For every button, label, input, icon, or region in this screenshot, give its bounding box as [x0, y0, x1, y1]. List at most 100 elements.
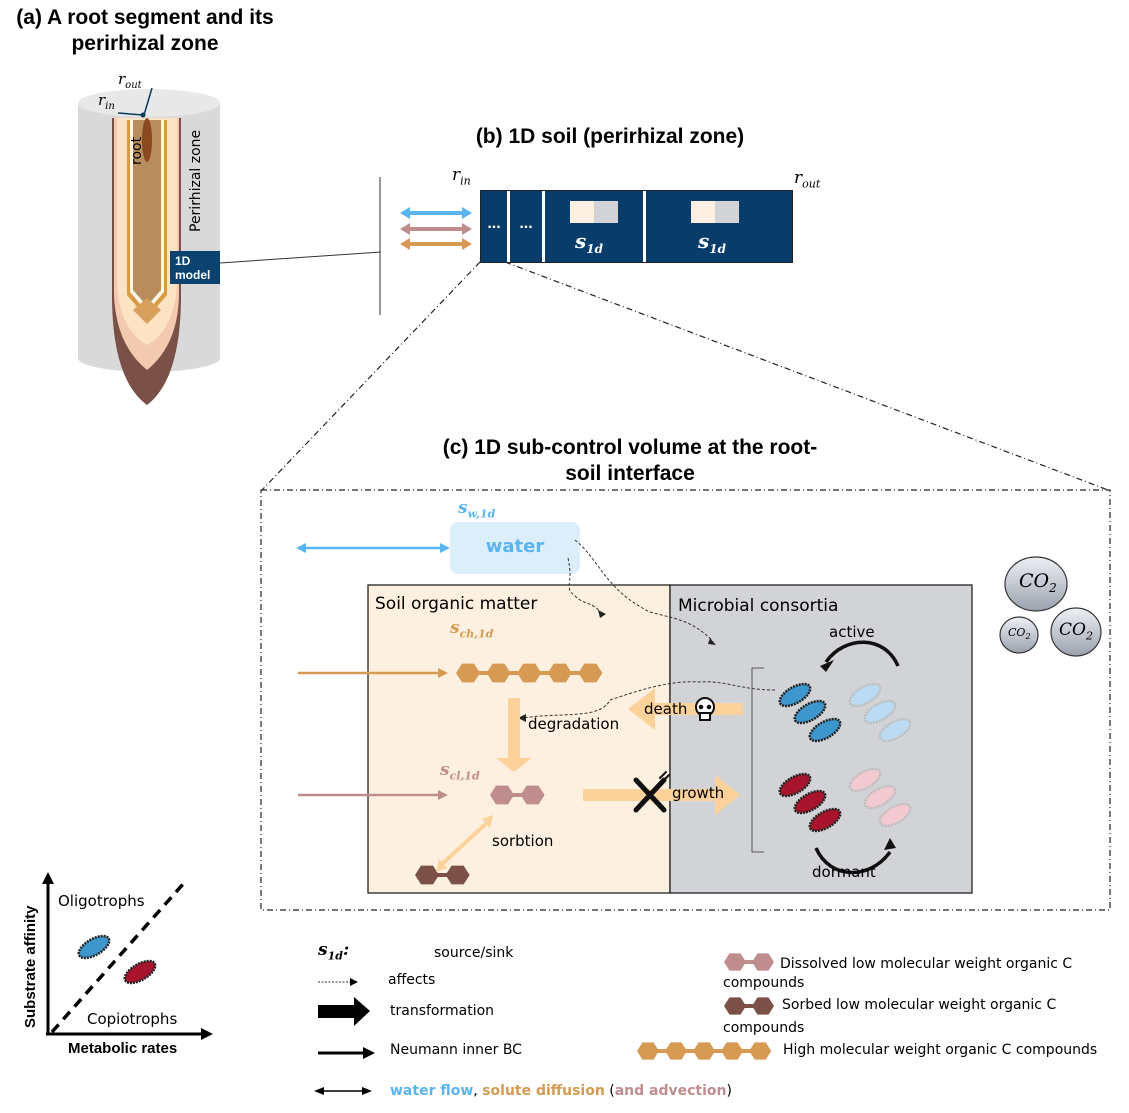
hexagon-unit: [752, 953, 774, 971]
legend-source-sink: source/sink: [434, 945, 514, 961]
s1d-label: s1d: [575, 229, 604, 256]
hexagon-bond: [740, 1049, 752, 1053]
legend-hex-chain: [724, 997, 774, 1015]
model-line1: 1D: [175, 254, 191, 268]
bracket: [751, 667, 764, 853]
r-out-b: rout: [794, 168, 821, 191]
neumann-arrows: [298, 668, 448, 800]
copiotroph-active-bacterium: [793, 789, 827, 815]
bacteria-group: [77, 682, 912, 985]
mini-diagram-thumbnail: [691, 201, 739, 223]
hexagon-unit: [724, 997, 746, 1015]
legend-s1d: s1d:: [318, 940, 350, 963]
r-in-pointer: [117, 112, 144, 116]
legend-advection: and advection: [614, 1083, 727, 1099]
panel-b-title: (b) 1D soil (perirhizal zone): [475, 125, 745, 148]
legend-flux: water flow, solute diffusion (and advect…: [390, 1083, 732, 1099]
fork-knife-icon: [633, 771, 670, 813]
hexagon-unit: [415, 865, 439, 885]
hexagon-unit: [724, 953, 746, 971]
cycle-arrows: [814, 640, 900, 875]
legend-compound-glyphs: [637, 953, 774, 1060]
1d-soil-domain: ... ... s1d s1d: [480, 190, 793, 263]
legend-solute-diffusion: solute diffusion: [482, 1083, 605, 1099]
panel-c-title: (c) 1D sub-control volume at the root- s…: [380, 435, 880, 487]
hexagon-unit: [490, 785, 514, 805]
hexagon-bond: [511, 793, 524, 797]
sch-1d-label: sch,1d: [450, 618, 494, 641]
dissolved-lmw-compound: [490, 785, 545, 805]
oligotroph-dormant-bacterium: [878, 717, 912, 743]
legend-dissolved-line1: Dissolved low molecular weight organic C: [780, 956, 1073, 972]
growth-label: growth: [672, 784, 725, 802]
degradation-label: degradation: [528, 715, 620, 733]
co2-label-large: CO2: [1019, 570, 1057, 595]
death-label: death: [644, 700, 688, 718]
affects-curves: [522, 539, 776, 719]
soil-cell-ellipsis-2[interactable]: ...: [510, 191, 545, 262]
legend-high-mw: High molecular weight organic C compound…: [783, 1042, 1098, 1058]
connector-line: [219, 251, 382, 264]
hexagon-unit: [721, 1042, 744, 1060]
root-label: root: [129, 136, 145, 165]
panel-a-title-line1: (a) A root segment and its: [16, 6, 274, 29]
mini-diagram-thumbnail: [570, 201, 618, 223]
hexagon-unit: [547, 663, 572, 683]
hexagon-unit: [456, 663, 480, 683]
1d-model-label[interactable]: 1D model: [170, 251, 220, 284]
panel-c-title-line1: (c) 1D sub-control volume at the root-: [442, 436, 818, 459]
hexagon-unit: [520, 785, 545, 805]
soil-cell-ellipsis-1[interactable]: ...: [481, 191, 510, 262]
co2-bubble-small: [999, 616, 1039, 654]
water-flux-arrow: [296, 543, 450, 553]
r-out-pointer: [143, 87, 153, 116]
sorbtion-label: sorbtion: [492, 832, 554, 850]
oligotroph-active-bacterium: [778, 682, 812, 708]
hexagon-unit: [445, 865, 470, 885]
copiotroph-dormant-bacterium: [848, 767, 882, 793]
sw-1d-label: sw,1d: [458, 498, 496, 521]
hexagon-bond: [712, 1049, 724, 1053]
panel-a-title: (a) A root segment and its perirhizal zo…: [0, 5, 290, 57]
som-label: Soil organic matter: [375, 594, 538, 614]
hexagon-bond: [508, 671, 521, 675]
scl-1d-label: scl,1d: [440, 760, 480, 783]
oligotroph-active-bacterium: [793, 699, 827, 725]
r-in-label: rin: [98, 91, 115, 112]
projection-lines: [260, 261, 1111, 911]
inset-oligotroph-bacterium: [77, 934, 111, 960]
trophic-inset-axes: [42, 872, 213, 1040]
hexagon-unit: [517, 663, 542, 683]
r-out-label: rout: [118, 70, 142, 91]
inset-copiotroph-bacterium: [123, 959, 157, 985]
oligotroph-dormant-bacterium: [863, 699, 897, 725]
r-in-b: rin: [452, 165, 471, 188]
co2-label-medium: CO2: [1059, 620, 1093, 643]
model-line2: model: [175, 268, 211, 282]
legend-glyphs: [314, 978, 375, 1095]
hexagon-unit: [752, 997, 774, 1015]
soil-cell-s1d-1[interactable]: s1d: [545, 191, 646, 262]
legend-neumann: Neumann inner BC: [390, 1042, 522, 1058]
hexagon-unit: [637, 1042, 659, 1060]
high-molecular-weight-compound: [456, 663, 603, 683]
inset-y-label: Substrate affinity: [22, 905, 39, 1028]
legend-dissolved: Dissolved low molecular weight organic C: [780, 953, 1072, 975]
panel-c-title-line2: soil interface: [565, 462, 695, 485]
panel-a-title-line2: perirhizal zone: [71, 32, 219, 55]
legend-transformation: transformation: [390, 1003, 495, 1019]
hexagon-bond: [743, 1004, 755, 1008]
legend-sorbed-line1: Sorbed low molecular weight organic C: [782, 997, 1057, 1013]
hexagon-bond: [684, 1049, 696, 1053]
hexagon-bond: [477, 671, 490, 675]
skull-icon: [695, 697, 715, 721]
sorbed-lmw-compound: [415, 865, 470, 885]
oligotrophs-label: Oligotrophs: [58, 892, 145, 910]
hexagon-bond: [656, 1049, 668, 1053]
soil-cell-s1d-2[interactable]: s1d: [646, 191, 792, 262]
legend-water-flow: water flow: [390, 1083, 474, 1099]
legend-sorbed-line2: compounds: [723, 1020, 805, 1036]
hexagon-unit: [665, 1042, 687, 1060]
hexagon-unit: [693, 1042, 716, 1060]
co2-bubble-large: [1004, 556, 1068, 612]
